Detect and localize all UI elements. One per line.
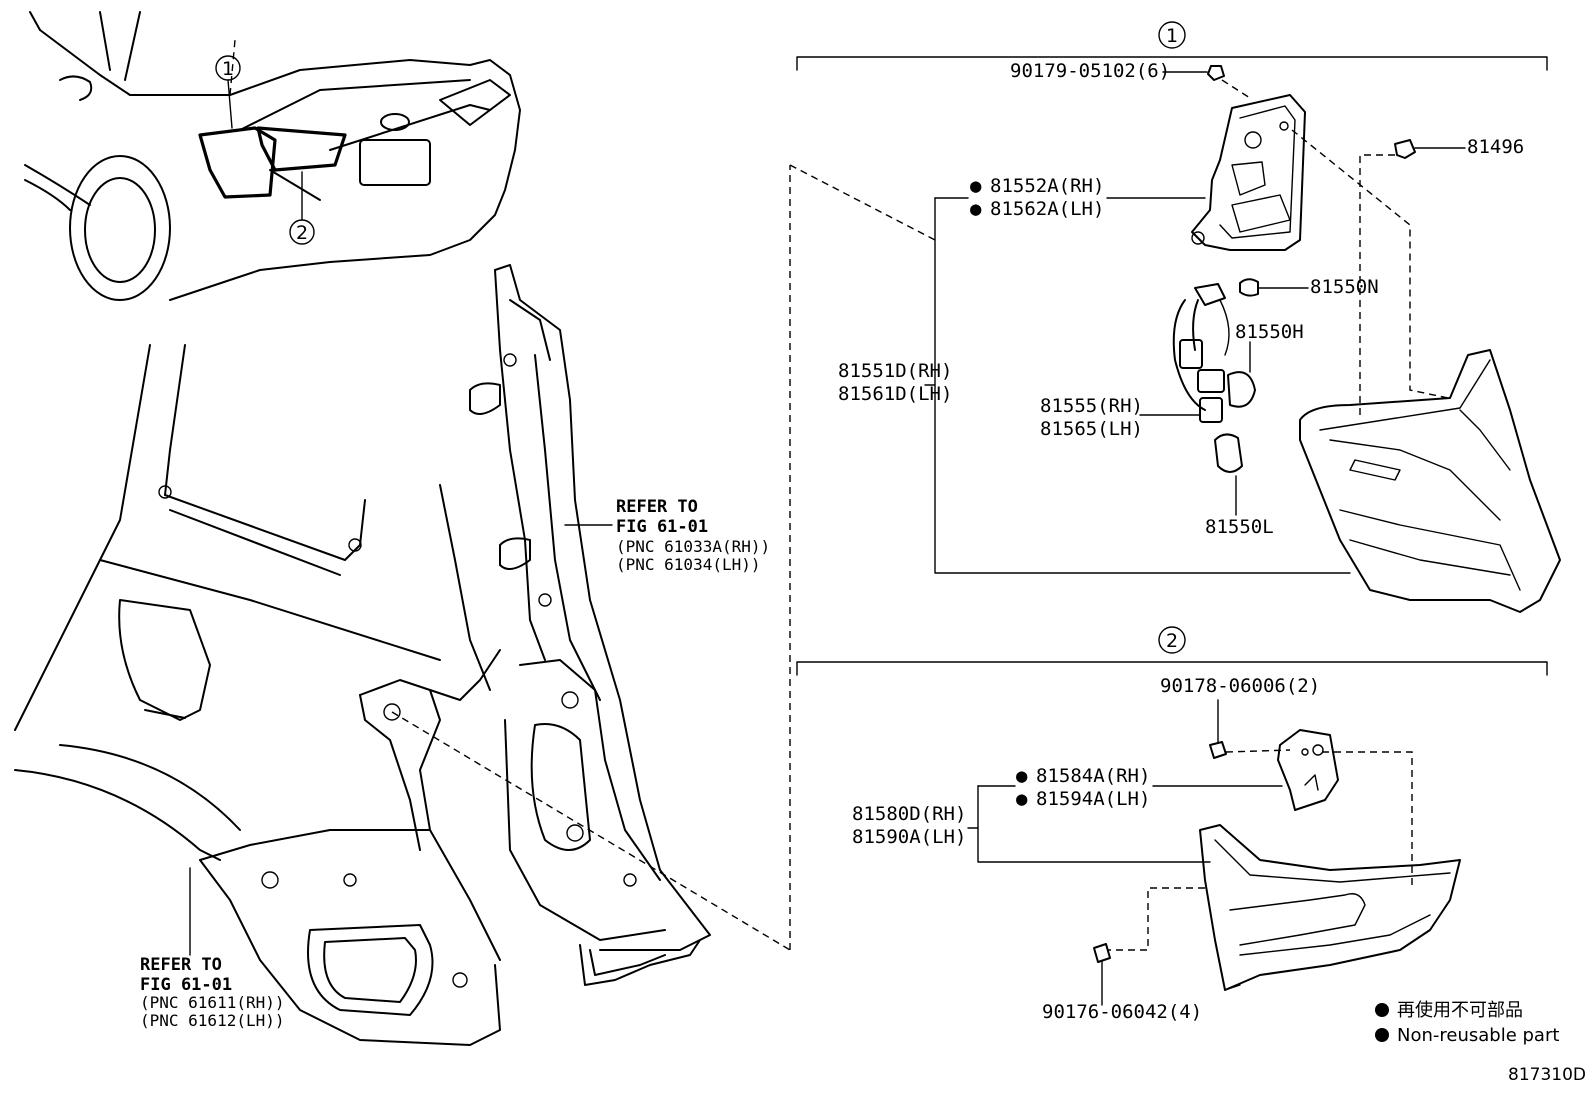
non-reusable-dot-icon (1375, 1003, 1389, 1017)
pillar-reinforcement (469, 264, 711, 986)
svg-text:再使用不可部品: 再使用不可部品 (1397, 1000, 1523, 1021)
svg-text:81496: 81496 (1467, 136, 1524, 158)
svg-text:FIG 61-01: FIG 61-01 (140, 975, 232, 995)
svg-text:(PNC 61033A(RH)): (PNC 61033A(RH)) (616, 537, 770, 556)
refer-note-upper: REFER TO FIG 61-01 (PNC 61033A(RH)) (PNC… (564, 497, 770, 574)
svg-text:1: 1 (222, 58, 234, 80)
group-1-tail-lamp: 1 90179-05102(6) ● 81552A(RH) ● 81562A(L… (796, 21, 1561, 613)
svg-text:81594A(LH): 81594A(LH) (1036, 788, 1150, 810)
svg-text:90176-06042(4): 90176-06042(4) (1042, 1001, 1202, 1023)
svg-text:1: 1 (1166, 25, 1178, 47)
group-2-back-lamp: 2 90178-06006(2) ● 81584A(RH) ● 81594A(L… (796, 626, 1548, 1023)
inner-panel (359, 649, 501, 961)
svg-text:81550N: 81550N (1310, 276, 1379, 298)
svg-text:2: 2 (1166, 630, 1178, 652)
quarter-panel (14, 344, 501, 1046)
svg-text:●: ● (970, 175, 982, 197)
refer-note-lower: REFER TO FIG 61-01 (PNC 61611(RH)) (PNC … (140, 867, 285, 1030)
svg-text:●: ● (1016, 788, 1028, 810)
svg-text:2: 2 (296, 222, 308, 244)
svg-text:81590A(LH): 81590A(LH) (852, 826, 966, 848)
legend: 再使用不可部品 Non-reusable part (1375, 1000, 1559, 1046)
svg-text:●: ● (970, 198, 982, 220)
callout-2-car: 2 (289, 171, 315, 245)
callout-1-car: 1 (215, 55, 241, 129)
svg-text:81550L: 81550L (1205, 516, 1274, 538)
svg-text:81552A(RH): 81552A(RH) (990, 175, 1104, 197)
svg-text:(PNC 61612(LH)): (PNC 61612(LH)) (140, 1011, 285, 1030)
svg-text:FIG 61-01: FIG 61-01 (616, 517, 708, 537)
svg-text:REFER TO: REFER TO (140, 955, 222, 975)
svg-text:(PNC 61034(LH)): (PNC 61034(LH)) (616, 555, 761, 574)
svg-text:81562A(LH): 81562A(LH) (990, 198, 1104, 220)
svg-text:●: ● (1016, 765, 1028, 787)
svg-text:81565(LH): 81565(LH) (1040, 418, 1143, 440)
svg-text:81551D(RH): 81551D(RH) (838, 360, 952, 382)
svg-text:81550H: 81550H (1235, 321, 1304, 343)
svg-text:90179-05102(6): 90179-05102(6) (1010, 60, 1170, 82)
svg-text:81584A(RH): 81584A(RH) (1036, 765, 1150, 787)
svg-text:(PNC 61611(RH)): (PNC 61611(RH)) (140, 993, 285, 1012)
svg-text:REFER TO: REFER TO (616, 497, 698, 517)
svg-text:90178-06006(2): 90178-06006(2) (1160, 675, 1320, 697)
svg-text:81580D(RH): 81580D(RH) (852, 803, 966, 825)
car-rear-view (24, 11, 521, 301)
non-reusable-dot-icon (1375, 1028, 1389, 1042)
svg-text:81561D(LH): 81561D(LH) (838, 383, 952, 405)
svg-text:81555(RH): 81555(RH) (1040, 395, 1143, 417)
figure-id: 817310D (1508, 1065, 1586, 1085)
svg-text:Non-reusable part: Non-reusable part (1397, 1025, 1559, 1046)
